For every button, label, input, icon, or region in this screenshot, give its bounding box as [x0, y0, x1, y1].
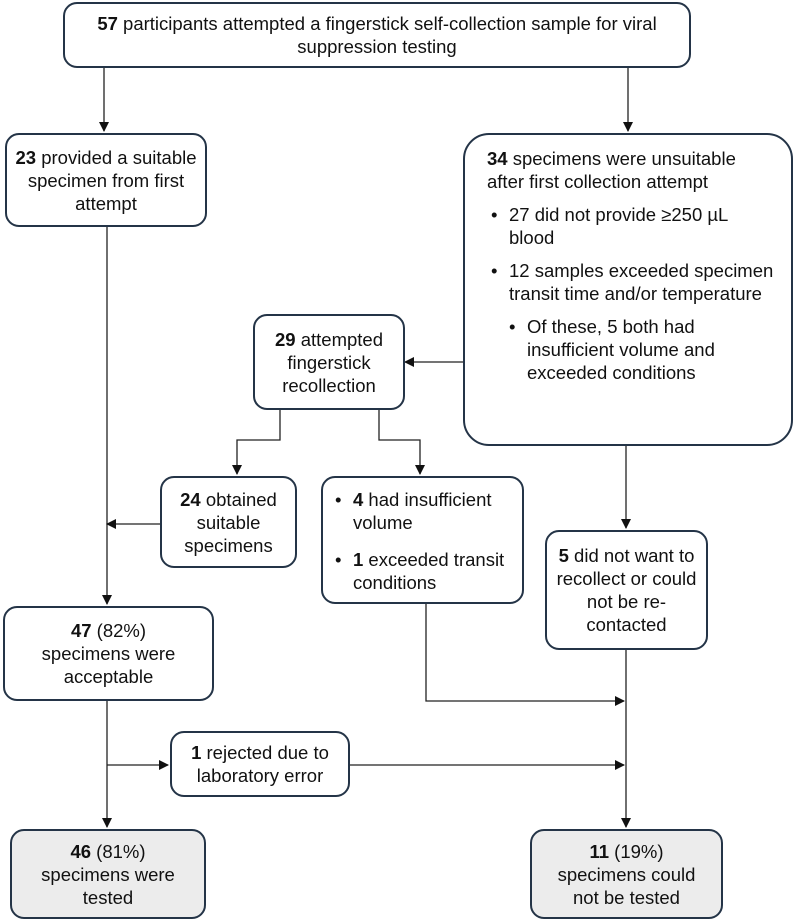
unsuitable-sub-reason: Of these, 5 both had insufficient volume… [505, 315, 777, 384]
participants-text: 57 participants attempted a fingerstick … [97, 13, 657, 57]
failed-exceeded-transit: 1 exceeded transit conditions [331, 548, 514, 594]
unsuitable-reason-transit: 12 samples exceeded specimen transit tim… [487, 259, 777, 305]
not-tested-label: specimens could not be tested [557, 863, 696, 908]
box-first-attempt: 23 provided a suitable specimen from fir… [5, 133, 207, 227]
box-unsuitable: 34 specimens were unsuitable after first… [463, 133, 793, 446]
failed-recollection-list: 4 had insufficient volume 1 exceeded tra… [331, 488, 514, 594]
tested-label: specimens were tested [41, 863, 175, 908]
box-not-tested: 11 (19%) specimens could not be tested [530, 829, 723, 919]
obtained-text: 24 obtained suitable specimens [180, 488, 277, 556]
failed-insufficient-volume: 4 had insufficient volume [331, 488, 514, 534]
unsuitable-heading: 34 specimens were unsuitable after first… [487, 148, 736, 192]
arrow-recollection-to-failed [378, 410, 425, 475]
acceptable-label: specimens were acceptable [41, 643, 176, 687]
unsuitable-reasons: 27 did not provide ≥250 µL blood 12 samp… [487, 203, 777, 384]
recollection-text: 29 attempted fingerstick recollection [275, 328, 383, 396]
box-failed-recollection: 4 had insufficient volume 1 exceeded tra… [321, 476, 524, 604]
box-recollection: 29 attempted fingerstick recollection [253, 314, 405, 410]
box-tested: 46 (81%) specimens were tested [10, 829, 206, 919]
unsuitable-reason-volume: 27 did not provide ≥250 µL blood [487, 203, 777, 249]
not-tested-count: 11 (19%) [589, 840, 664, 862]
no-recollection-text: 5 did not want to recollect or could not… [556, 545, 697, 635]
box-rejected: 1 rejected due to laboratory error [170, 731, 350, 797]
rejected-text: 1 rejected due to laboratory error [191, 742, 329, 786]
box-acceptable: 47 (82%) specimens were acceptable [3, 606, 214, 701]
box-obtained: 24 obtained suitable specimens [160, 476, 297, 568]
arrow-failed-to-nottested [425, 604, 625, 706]
box-participants: 57 participants attempted a fingerstick … [63, 2, 691, 68]
box-no-recollection: 5 did not want to recollect or could not… [545, 530, 708, 650]
tested-count: 46 (81%) [70, 840, 146, 862]
first-attempt-text: 23 provided a suitable specimen from fir… [15, 146, 197, 214]
acceptable-count: 47 (82%) [70, 620, 147, 641]
arrow-recollection-to-obtained [232, 410, 281, 475]
